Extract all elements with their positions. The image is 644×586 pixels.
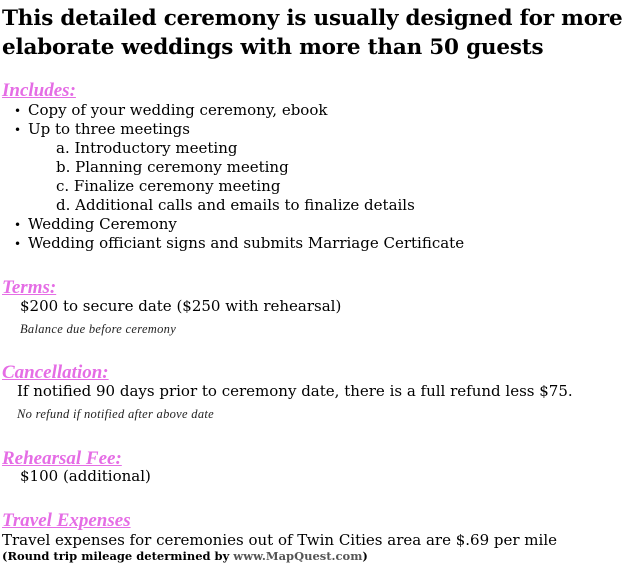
- cancellation-note: No refund if notified after above date: [17, 407, 215, 421]
- mileage-note: (Round trip mileage determined by www.Ma…: [2, 549, 368, 563]
- cancellation-heading: Cancellation:: [2, 362, 109, 383]
- travel-text: Travel expenses for ceremonies out of Tw…: [2, 531, 558, 549]
- heading-line-2: elaborate weddings with more than 50 gue…: [2, 35, 544, 60]
- list-item: Up to three meetings: [14, 120, 464, 139]
- heading-line-1: This detailed ceremony is usually design…: [2, 6, 623, 31]
- list-item: Wedding officiant signs and submits Marr…: [14, 234, 464, 253]
- mileage-note-prefix: (Round trip mileage determined by: [2, 549, 234, 563]
- rehearsal-heading: Rehearsal Fee:: [2, 448, 122, 469]
- sub-list-item: c. Finalize ceremony meeting: [56, 177, 281, 195]
- includes-list: Copy of your wedding ceremony, ebook Up …: [14, 101, 464, 253]
- terms-heading: Terms:: [2, 277, 57, 298]
- cancellation-text: If notified 90 days prior to ceremony da…: [17, 382, 573, 400]
- includes-heading: Includes:: [2, 80, 76, 101]
- terms-text: $200 to secure date ($250 with rehearsal…: [20, 297, 342, 315]
- sub-list-item: a. Introductory meeting: [56, 139, 238, 157]
- travel-heading: Travel Expenses: [2, 510, 131, 531]
- terms-note: Balance due before ceremony: [20, 322, 177, 336]
- mapquest-link[interactable]: www.MapQuest.com: [233, 549, 363, 563]
- rehearsal-text: $100 (additional): [20, 467, 151, 485]
- mileage-note-suffix: ): [362, 549, 368, 563]
- list-item: Wedding Ceremony: [14, 215, 464, 234]
- list-item: Copy of your wedding ceremony, ebook: [14, 101, 464, 120]
- page-heading: This detailed ceremony is usually design…: [2, 4, 642, 62]
- sub-list-item: b. Planning ceremony meeting: [56, 158, 289, 176]
- sub-list-item: d. Additional calls and emails to finali…: [56, 196, 415, 214]
